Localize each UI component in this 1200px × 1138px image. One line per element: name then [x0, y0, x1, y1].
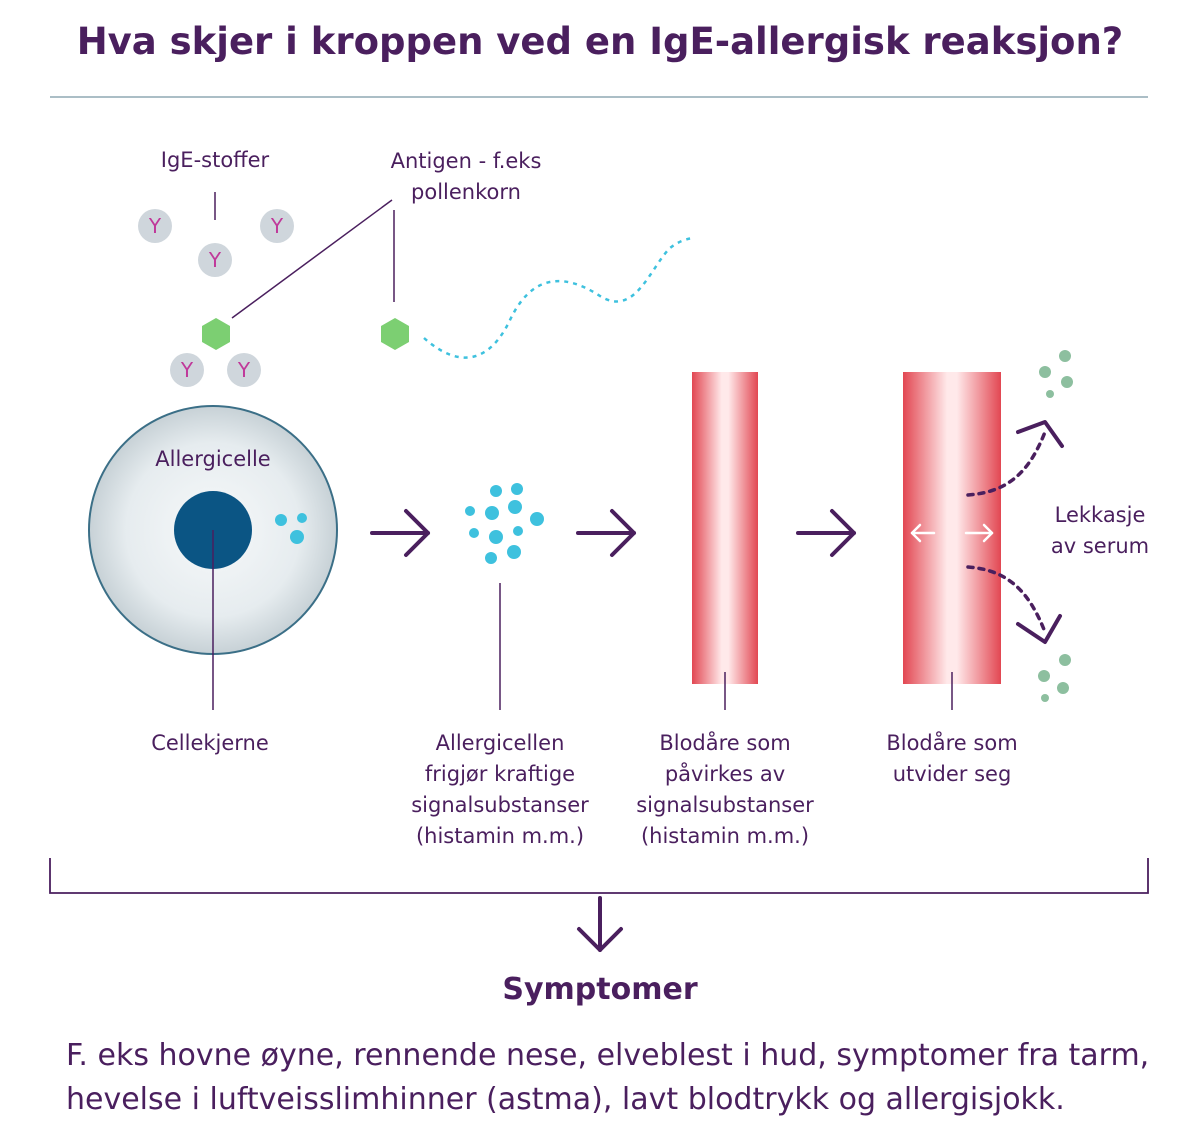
- arrow-right-icon: [796, 509, 856, 557]
- page-title: Hva skjer i kroppen ved en IgE-allergisk…: [76, 20, 1124, 63]
- granules: [275, 513, 307, 544]
- svg-text:Y: Y: [237, 358, 251, 382]
- ige-label: IgE-stoffer: [160, 148, 270, 172]
- symptoms-text: F. eks hovne øyne, rennende nese, elvebl…: [66, 1038, 1150, 1117]
- svg-text:Y: Y: [148, 214, 162, 238]
- serum-droplets: [1038, 350, 1073, 702]
- svg-text:Y: Y: [208, 248, 222, 272]
- antigen-hexagon-icon: [381, 318, 409, 350]
- antigen-hexagon-icon: [202, 318, 230, 350]
- antibody-y-icon: Y: [198, 243, 232, 277]
- blood-vessel-dilating: [903, 372, 1001, 684]
- blood-vessel-affected: [692, 372, 758, 684]
- antibody-y-icon: Y: [170, 353, 204, 387]
- nucleus-label: Cellekjerne: [151, 731, 269, 755]
- antigen-pointer-line: [231, 199, 393, 319]
- leak-arrow-down: [966, 565, 1047, 634]
- double-arrow-icon: [910, 523, 994, 543]
- vessel-dilating-label: Blodåre som utvider seg: [886, 731, 1018, 786]
- arrow-down-head-icon: [1016, 614, 1062, 644]
- svg-text:Y: Y: [270, 214, 284, 238]
- signal-substances: [465, 483, 544, 564]
- arrow-up-head-icon: [1016, 420, 1064, 448]
- svg-text:Y: Y: [180, 358, 194, 382]
- antibody-y-icon: Y: [227, 353, 261, 387]
- summary-bracket: [49, 858, 1149, 894]
- leak-label: Lekkasje av serum: [1050, 503, 1150, 558]
- pollen-trail: [423, 236, 696, 359]
- allergy-cell-label: Allergicelle: [155, 447, 271, 471]
- leak-arrow-up: [966, 430, 1047, 497]
- antigen-label: Antigen - f.eks pollenkorn: [390, 149, 542, 204]
- arrow-down-icon: [577, 896, 623, 952]
- signal-label: Allergicellen frigjør kraftige signalsub…: [411, 731, 589, 848]
- arrow-right-icon: [370, 509, 430, 557]
- arrow-right-icon: [576, 509, 636, 557]
- antibody-y-icon: Y: [138, 209, 172, 243]
- antibody-y-icon: Y: [260, 209, 294, 243]
- vessel-affected-label: Blodåre som påvirkes av signalsubstanser…: [636, 731, 814, 848]
- symptoms-title: Symptomer: [502, 972, 698, 1007]
